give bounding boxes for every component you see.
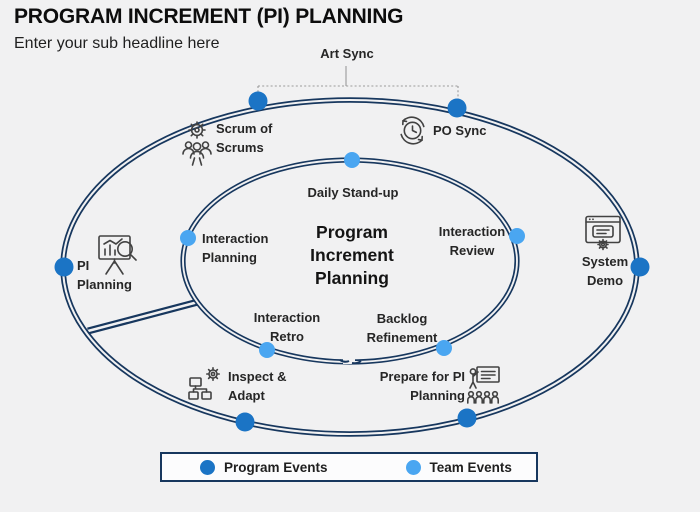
presenter-audience-icon [467, 366, 500, 404]
label-line: Review [449, 243, 495, 258]
program-dot-po-sync [447, 98, 467, 118]
label-line: System [581, 254, 629, 269]
label-line: Scrums [216, 140, 264, 155]
label-daily-standup: Daily Stand-up [293, 183, 413, 202]
program-dot-pi-planning [54, 257, 74, 277]
sync-clock-icon [400, 116, 425, 145]
center-title-line: Planning [315, 268, 389, 288]
label-pi-planning: PI Planning [77, 256, 132, 294]
legend-item-team-events: Team Events [405, 459, 512, 475]
label-line: Interaction [438, 224, 506, 239]
page-subtitle: Enter your sub headline here [14, 35, 220, 52]
label-line: Scrum of [216, 121, 273, 136]
label-scrum-of-scrums: Scrum of Scrums [216, 119, 272, 157]
label-line: Prepare for PI [379, 369, 465, 384]
people-gear-icon [182, 121, 212, 166]
team-dot-interaction-planning [180, 230, 196, 246]
label-backlog-refinement: Backlog Refinement [347, 309, 457, 347]
label-line: Planning [202, 250, 257, 265]
chart-presentation-icon [98, 235, 137, 275]
legend-item-program-events: Program Events [200, 459, 328, 475]
program-dot-inspect-adapt [235, 412, 255, 432]
label-line: Planning [410, 388, 465, 403]
flowchart-gear-icon [188, 367, 220, 400]
label-system-demo: System Demo [565, 252, 645, 290]
label-interaction-planning: Interaction Planning [202, 229, 268, 267]
label-line: Retro [270, 329, 304, 344]
center-title-line: Increment [310, 245, 394, 265]
label-line: Interaction [202, 231, 269, 246]
label-line: Inspect & [228, 369, 287, 384]
label-line: Interaction [253, 310, 321, 325]
team-dot-daily-standup [344, 152, 360, 168]
team-events-dot [405, 459, 421, 475]
label-line: Daily Stand-up [307, 185, 399, 200]
legend-label: Team Events [429, 459, 512, 475]
label-prepare-pi-planning: Prepare for PI Planning [345, 367, 465, 405]
center-title-line: Program [316, 222, 388, 242]
label-interaction-retro: Interaction Retro [237, 308, 337, 346]
label-line: Adapt [228, 388, 265, 403]
center-title: Program Increment Planning [272, 221, 432, 290]
program-dot-scrum-of-scrums [248, 91, 268, 111]
label-line: Demo [586, 273, 624, 288]
team-dot-interaction-retro [259, 342, 275, 358]
label-line: PI [77, 258, 90, 273]
label-line: Backlog [376, 311, 428, 326]
program-events-dot [200, 459, 215, 475]
program-dot-prepare-pi-planning [457, 408, 477, 428]
program-dot-system-demo [630, 257, 650, 277]
label-art-sync: Art Sync [320, 46, 374, 61]
legend: Program Events Team Events [160, 452, 538, 482]
label-interaction-review: Interaction Review [425, 222, 519, 260]
app-window-gear-icon [585, 215, 621, 251]
label-po-sync: PO Sync [433, 121, 486, 140]
legend-label: Program Events [224, 459, 328, 475]
team-dot-backlog-refinement [436, 340, 452, 356]
label-inspect-adapt: Inspect & Adapt [228, 367, 287, 405]
label-line: Planning [77, 277, 132, 292]
label-line: PO Sync [433, 123, 487, 138]
page-title: PROGRAM INCREMENT (PI) PLANNING [14, 5, 404, 28]
label-line: Refinement [366, 330, 438, 345]
team-dot-interaction-review [509, 228, 525, 244]
